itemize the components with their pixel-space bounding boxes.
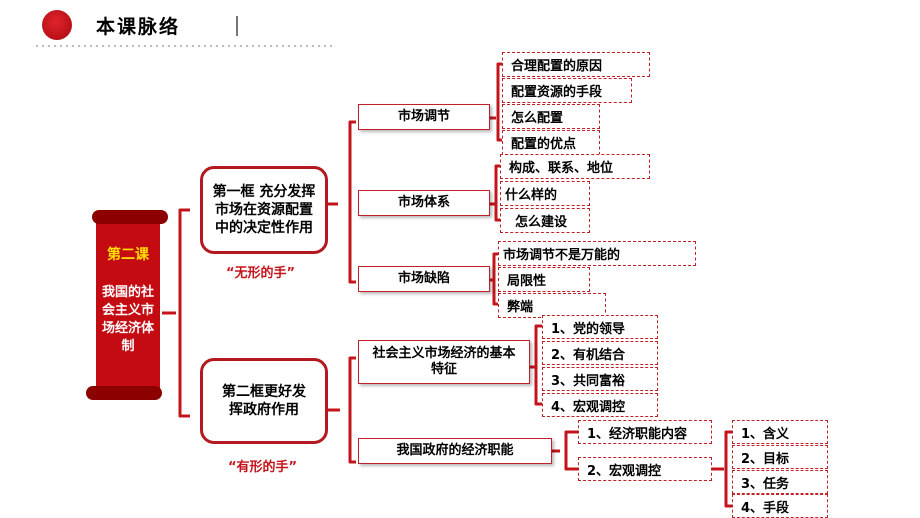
list-item: 3、任务 [732,470,828,494]
frame1-tag: “无形的手” [226,266,296,281]
gov-functions-box: 我国政府的经济职能 [358,438,552,464]
list-item: 配置资源的手段 [502,78,632,103]
list-item: 4、手段 [732,494,828,518]
frame2-tag: “有形的手” [228,460,298,475]
frame2-title: 第二框更好发挥政府作用 [222,384,306,418]
list-item: 构成、联系、地位 [500,154,650,179]
list-item: 什么样的 [500,181,590,206]
title-dotted-underline [34,43,334,49]
list-item: 市场调节不是万能的 [498,241,696,266]
list-item: 2、有机结合 [542,341,658,365]
frame2-box: 第二框更好发挥政府作用 [200,358,328,444]
title-divider [236,16,238,36]
list-item: 配置的优点 [502,130,600,155]
list-item: 1、经济职能内容 [578,420,712,444]
market-defect-box: 市场缺陷 [358,266,490,292]
list-item: 局限性 [498,267,590,292]
scroll-top-roll [92,210,168,224]
basic-features-box: 社会主义市场经济的基本特征 [358,340,530,384]
frame1-box: 第一框 充分发挥市场在资源配置中的决定性作用 [200,166,328,254]
list-item: 合理配置的原因 [502,52,650,77]
page-title: 本课脉络 [96,16,181,38]
list-item: 2、宏观调控 [578,457,712,481]
frame1-title: 第一框 充分发挥市场在资源配置中的决定性作用 [212,184,316,236]
list-item: 怎么配置 [502,104,600,129]
list-item: 4、宏观调控 [542,393,658,417]
lesson-scroll [96,218,160,392]
list-item: 3、共同富裕 [542,367,658,391]
title-bullet-icon [42,10,72,40]
list-item: 怎么建设 [500,208,590,233]
list-item: 1、含义 [732,420,828,444]
list-item: 2、目标 [732,445,828,469]
lesson-label: 第二课 [107,247,149,263]
scroll-bottom-roll [86,386,162,400]
market-regulation-box: 市场调节 [358,104,490,130]
market-system-box: 市场体系 [358,190,490,216]
lesson-name: 我国的社会主义市场经济体制 [101,285,154,354]
list-item: 1、党的领导 [542,315,658,339]
